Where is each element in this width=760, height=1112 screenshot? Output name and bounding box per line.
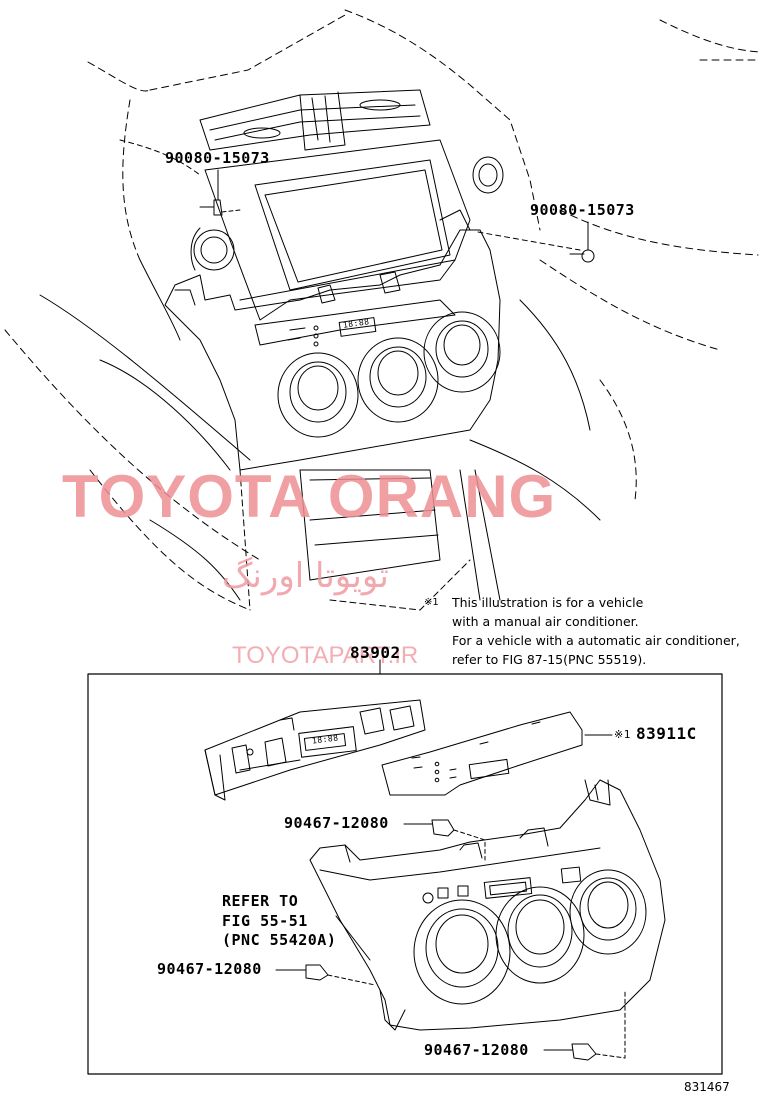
note-line-3: For a vehicle with a automatic air condi… xyxy=(452,633,740,648)
cover-callout: 83911C xyxy=(636,724,697,743)
note-line-1: This illustration is for a vehicle xyxy=(452,595,644,610)
bolt-left-part xyxy=(199,169,241,216)
bolt-left-callout: 90080-15073 xyxy=(165,149,270,167)
note-line-4: refer to FIG 87-15(PNC 55519). xyxy=(452,652,647,667)
ac-control-unit xyxy=(204,699,426,801)
assembly-box xyxy=(87,673,723,1075)
bolt-right-callout: 90080-15073 xyxy=(530,201,635,219)
display-bezel xyxy=(204,139,471,321)
cover-plate xyxy=(381,711,613,796)
bolt-right-part xyxy=(477,221,595,263)
dashboard-context xyxy=(4,9,760,611)
installed-climate-panel xyxy=(164,209,501,471)
center-panel xyxy=(309,779,666,1031)
side-vents xyxy=(190,156,504,271)
watermark-main: TOYOTA ORANG xyxy=(62,463,557,530)
clip-parts xyxy=(275,819,626,1061)
lower-console xyxy=(299,469,441,581)
refer-leader xyxy=(335,915,371,961)
figure-number: 831467 xyxy=(684,1080,730,1094)
refer-line-1: REFER TO xyxy=(222,892,299,910)
assembly-callout: 83902 xyxy=(350,643,401,662)
clip-bottom-callout: 90467-12080 xyxy=(424,1041,529,1059)
note-line-2: with a manual air conditioner. xyxy=(452,614,639,629)
cover-mark: ※1 xyxy=(614,728,631,741)
clip-left-callout: 90467-12080 xyxy=(157,960,262,978)
upper-air-vents xyxy=(199,89,431,151)
refer-line-2: FIG 55-51 xyxy=(222,912,308,930)
clip-upper-callout: 90467-12080 xyxy=(284,814,389,832)
refer-line-3: (PNC 55420A) xyxy=(222,931,337,949)
watermark-site: TOYOTAPART.IR xyxy=(232,642,419,669)
note-mark: ※1 xyxy=(424,597,439,608)
watermark-persian: تویوتا اورنگ xyxy=(222,556,389,596)
